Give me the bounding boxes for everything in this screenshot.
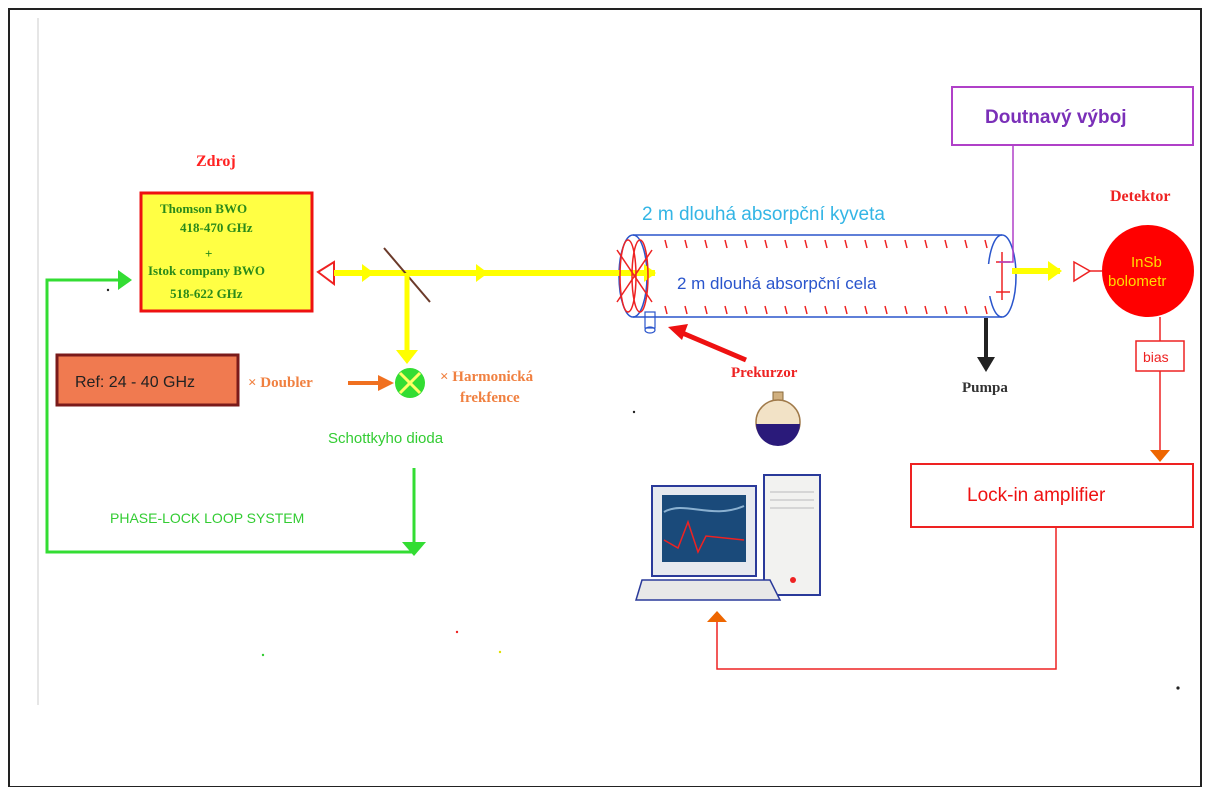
pll-arrow-down xyxy=(402,542,426,556)
cell-winding-tick xyxy=(764,305,768,315)
source-line-4: Istok company BWO xyxy=(148,263,265,278)
beam-arrow-2 xyxy=(476,264,488,282)
cell-winding-tick xyxy=(704,305,708,315)
precursor-arrow-line xyxy=(679,329,747,363)
discharge-wire xyxy=(999,145,1014,263)
cell-winding-tick xyxy=(744,305,748,315)
cell-winding-tick xyxy=(944,239,948,249)
cell-winding-tick xyxy=(664,305,668,315)
mixer-label: Schottkyho dioda xyxy=(328,430,444,447)
flask-icon xyxy=(755,391,801,446)
precursor-arrow-head xyxy=(668,324,688,340)
lockin-to-computer xyxy=(716,527,1057,670)
source-line-1: Thomson BWO xyxy=(160,201,247,216)
cell-winding-tick xyxy=(924,305,928,315)
bias-box[interactable] xyxy=(1135,340,1185,372)
detector-line-1: InSb xyxy=(1131,254,1162,271)
svg-text:518-622 GHz: 518-622 GHz xyxy=(0,0,252,301)
bias-label: bias xyxy=(1143,349,1169,365)
cell-winding-tick xyxy=(884,305,888,315)
pll-arrow-into-source xyxy=(118,270,132,290)
computer-arrow-in xyxy=(707,611,727,622)
stray-dot-1 xyxy=(106,288,110,292)
cell-winding-tick xyxy=(684,305,688,315)
cell-winding-ticks xyxy=(664,239,988,315)
stray-dot-5 xyxy=(261,653,265,657)
detector-title: Detektor xyxy=(1110,188,1170,205)
stray-dot-6 xyxy=(498,650,502,654)
pump-arrow-head xyxy=(977,357,995,372)
svg-text:+: + xyxy=(0,0,222,261)
detector-horn-icon xyxy=(1073,260,1092,283)
cell-winding-tick xyxy=(724,305,728,315)
beam-arrow-down xyxy=(396,350,418,364)
stray-dot-2 xyxy=(632,410,636,414)
cell-winding-tick xyxy=(884,239,888,249)
lockin-label: Lock-in amplifier xyxy=(967,485,1106,506)
lockin-box[interactable] xyxy=(910,463,1194,528)
cell-winding-tick xyxy=(784,305,788,315)
source-line-3: + xyxy=(205,246,212,261)
pll-label: PHASE-LOCK LOOP SYSTEM xyxy=(110,510,304,526)
cell-winding-tick xyxy=(764,239,768,249)
doubler-label: × Doubler xyxy=(248,375,313,391)
cell-winding-tick xyxy=(784,239,788,249)
doubler-arrow-head xyxy=(378,375,394,391)
cell-winding-tick xyxy=(864,239,868,249)
harmonic-label-2: frekfence xyxy=(460,390,520,406)
cell-outer-label: 2 m dlouhá absorpční kyveta xyxy=(642,204,885,225)
cell-winding-tick xyxy=(684,239,688,249)
discharge-box[interactable] xyxy=(951,86,1194,146)
cell-winding-tick xyxy=(744,239,748,249)
svg-text:Istok company BWO: Istok company BWO xyxy=(0,0,275,278)
cell-winding-tick xyxy=(984,305,988,315)
reference-label: Ref: 24 - 40 GHz xyxy=(75,374,195,391)
outer-frame xyxy=(8,8,1202,787)
pump-label: Pumpa xyxy=(962,380,1008,396)
precursor-label: Prekurzor xyxy=(731,365,798,381)
cell-winding-tick xyxy=(944,305,948,315)
computer-icon[interactable] xyxy=(634,474,821,601)
harmonic-label-1: × Harmonická xyxy=(440,369,534,385)
detector-bolometer[interactable] xyxy=(1102,225,1194,317)
cell-winding-tick xyxy=(904,305,908,315)
cell-winding-tick xyxy=(964,305,968,315)
cell-winding-tick xyxy=(984,239,988,249)
stray-dot-4 xyxy=(455,630,459,634)
detector-line-2: bolometr xyxy=(1108,273,1166,290)
svg-text:Thomson BWO: Thomson BWO xyxy=(0,0,257,216)
cell-winding-tick xyxy=(664,239,668,249)
lockin-arrow-in xyxy=(1150,450,1170,462)
discharge-label: Doutnavý výboj xyxy=(985,107,1126,128)
absorption-cell[interactable] xyxy=(614,234,1017,334)
source-horn-icon xyxy=(316,260,335,286)
cell-winding-tick xyxy=(844,239,848,249)
cell-inner-label: 2 m dlouhá absorpční cela xyxy=(677,274,877,293)
svg-text:418-470 GHz: 418-470 GHz xyxy=(0,0,262,235)
cell-winding-tick xyxy=(824,305,828,315)
cell-winding-tick xyxy=(804,305,808,315)
source-title: Zdroj xyxy=(196,153,236,170)
cell-winding-tick xyxy=(704,239,708,249)
source-box[interactable] xyxy=(139,191,314,313)
mixer-icon xyxy=(395,368,425,398)
cell-winding-tick xyxy=(964,239,968,249)
cell-winding-tick xyxy=(724,239,728,249)
stray-dot-3 xyxy=(1176,686,1180,690)
reference-box[interactable] xyxy=(55,353,240,407)
cell-winding-tick xyxy=(864,305,868,315)
cell-winding-tick xyxy=(924,239,928,249)
source-line-5: 518-622 GHz xyxy=(170,286,243,301)
cell-winding-tick xyxy=(824,239,828,249)
cell-winding-tick xyxy=(804,239,808,249)
beam-arrow-3 xyxy=(1048,261,1062,281)
source-line-2: 418-470 GHz xyxy=(180,220,253,235)
cell-winding-tick xyxy=(844,305,848,315)
cell-winding-tick xyxy=(904,239,908,249)
beam-arrow-1 xyxy=(362,264,374,282)
pll-loop xyxy=(45,278,416,554)
